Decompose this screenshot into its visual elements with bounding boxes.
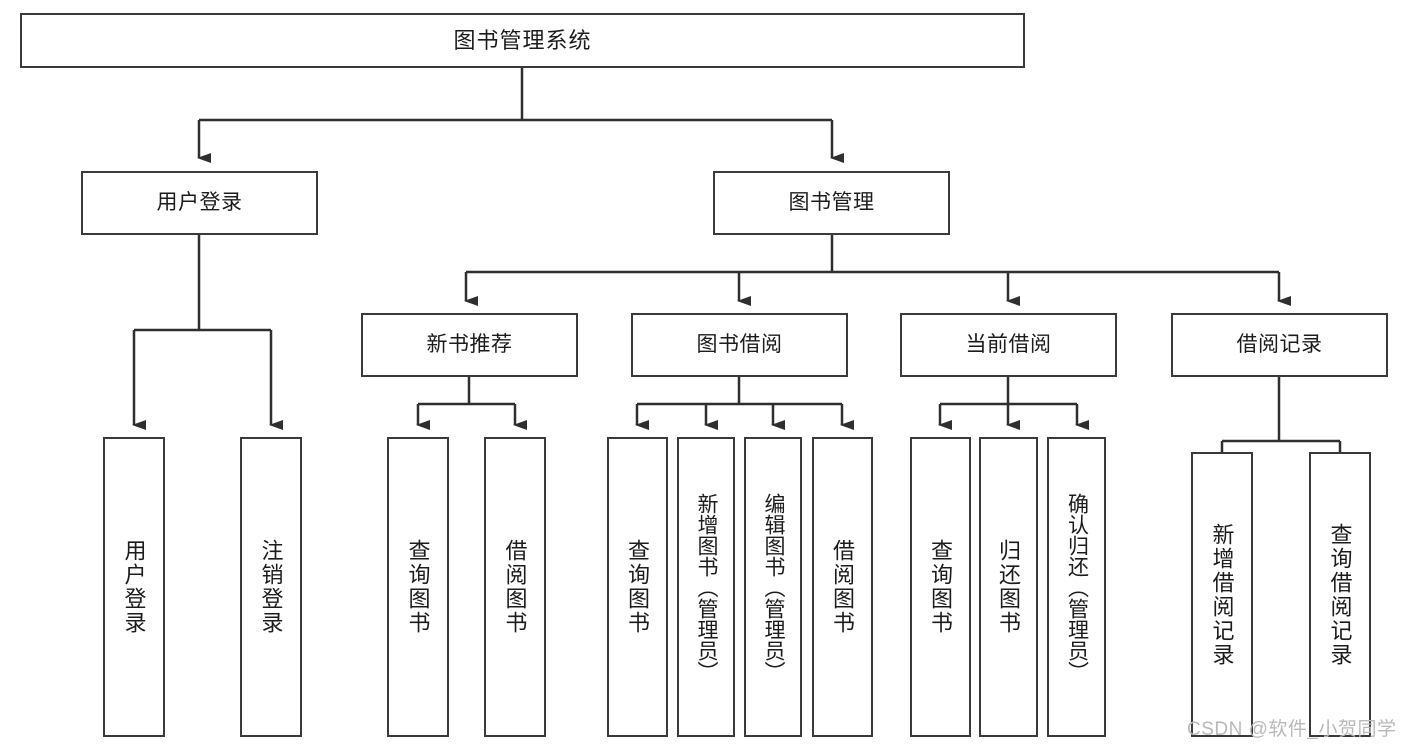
node-label: 查询图书: [405, 539, 431, 635]
node-label: 图书管理: [788, 190, 875, 214]
node-label: 借阅图书: [830, 539, 856, 635]
node-label: 用户登录: [121, 539, 147, 635]
node-label: 查询图书: [625, 539, 651, 635]
leaf-borrow-query-book[interactable]: 查询图书: [607, 437, 668, 737]
node-label: 新增借阅记录: [1209, 522, 1235, 667]
node-borrow-record[interactable]: 借阅记录: [1171, 313, 1388, 377]
node-label: 借阅图书: [502, 539, 528, 635]
node-label: 查询借阅记录: [1327, 522, 1353, 667]
leaf-new-book-borrow[interactable]: 借阅图书: [484, 437, 546, 737]
node-label: 用户登录: [156, 190, 243, 214]
leaf-current-return-book[interactable]: 归还图书: [979, 437, 1038, 737]
leaf-record-add[interactable]: 新增借阅记录: [1191, 452, 1253, 737]
node-current-borrow[interactable]: 当前借阅: [900, 313, 1117, 377]
leaf-borrow-borrow-book[interactable]: 借阅图书: [812, 437, 873, 737]
watermark-text: CSDN @软件_小贺同学: [1187, 719, 1397, 740]
node-label: 图书借阅: [696, 332, 783, 356]
leaf-new-book-query[interactable]: 查询图书: [387, 437, 449, 737]
node-label: 新书推荐: [426, 332, 513, 356]
leaf-current-query-book[interactable]: 查询图书: [910, 437, 971, 737]
node-user-login[interactable]: 用户登录: [81, 171, 318, 235]
node-root-system[interactable]: 图书管理系统: [20, 13, 1025, 68]
node-new-book-recommend[interactable]: 新书推荐: [361, 313, 578, 377]
node-label: 当前借阅: [965, 332, 1052, 356]
node-label: 新增图书（管理员）: [695, 492, 719, 682]
leaf-borrow-edit-book[interactable]: 编辑图书（管理员）: [744, 437, 802, 737]
node-label: 编辑图书（管理员）: [762, 492, 786, 682]
node-label: 图书管理系统: [453, 27, 592, 53]
leaf-borrow-add-book[interactable]: 新增图书（管理员）: [677, 437, 735, 737]
node-label: 确认归还（管理员）: [1065, 492, 1089, 682]
node-label: 查询图书: [928, 539, 954, 635]
leaf-user-login-logout[interactable]: 注销登录: [240, 437, 302, 737]
node-label: 注销登录: [258, 539, 284, 635]
node-book-management[interactable]: 图书管理: [713, 171, 950, 235]
leaf-current-confirm-return[interactable]: 确认归还（管理员）: [1047, 437, 1106, 737]
node-book-borrow[interactable]: 图书借阅: [631, 313, 848, 377]
node-label: 借阅记录: [1236, 332, 1323, 356]
leaf-user-login-login[interactable]: 用户登录: [103, 437, 165, 737]
leaf-record-query[interactable]: 查询借阅记录: [1309, 452, 1371, 737]
node-label: 归还图书: [996, 539, 1022, 635]
